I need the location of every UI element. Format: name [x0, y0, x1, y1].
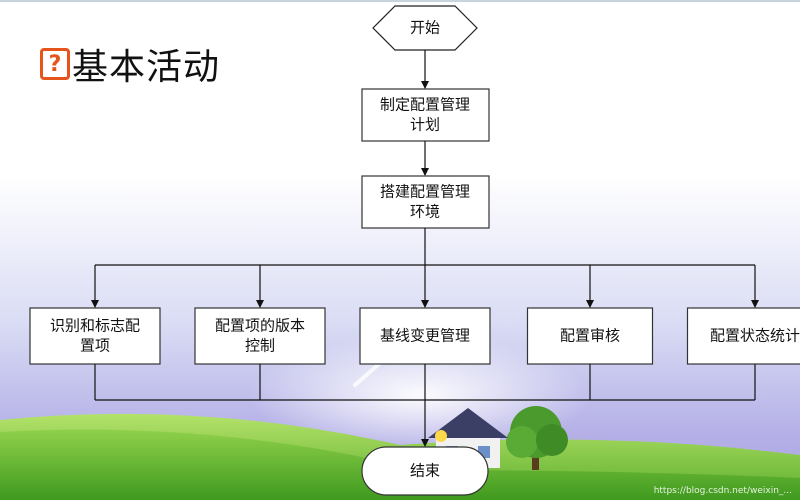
start-label-line-1: 开始 — [410, 19, 440, 37]
branch-label-4-line-1: 配置审核 — [560, 327, 620, 345]
tree-icon — [506, 406, 568, 470]
watermark-text: https://blog.csdn.net/weixin_... — [653, 486, 792, 496]
step-plan-label-line-2: 计划 — [410, 116, 440, 134]
branch-label-1-line-2: 置项 — [80, 337, 110, 355]
hill-front — [0, 429, 800, 500]
end-label-line-1: 结束 — [410, 462, 440, 480]
branch-box-4[interactable] — [526, 307, 654, 365]
branch-label-1-line-1: 识别和标志配 — [50, 317, 140, 335]
top-border-line — [0, 0, 800, 2]
step-plan-label-line-1: 制定配置管理 — [380, 96, 470, 114]
branch-label-5-line-1: 配置状态统计 — [710, 327, 800, 345]
step-env-label-line-1: 搭建配置管理 — [380, 183, 470, 201]
step-env-label-line-2: 环境 — [410, 203, 440, 221]
end-node[interactable] — [361, 446, 489, 496]
branch-box-2[interactable] — [194, 307, 326, 365]
start-node[interactable] — [372, 5, 478, 51]
branch-box-3[interactable] — [359, 307, 491, 365]
slide-title: ? 基本活动 — [40, 38, 220, 90]
branch-label-2-line-1: 配置项的版本 — [215, 317, 305, 335]
question-mark-icon[interactable]: ? — [40, 48, 70, 80]
page-title: 基本活动 — [72, 47, 221, 88]
branch-label-3-line-1: 基线变更管理 — [380, 327, 470, 345]
branch-box-1[interactable] — [29, 307, 161, 365]
step-plan-box[interactable] — [361, 88, 490, 142]
light-glow — [250, 335, 590, 455]
branch-label-2-line-2: 控制 — [245, 337, 275, 355]
